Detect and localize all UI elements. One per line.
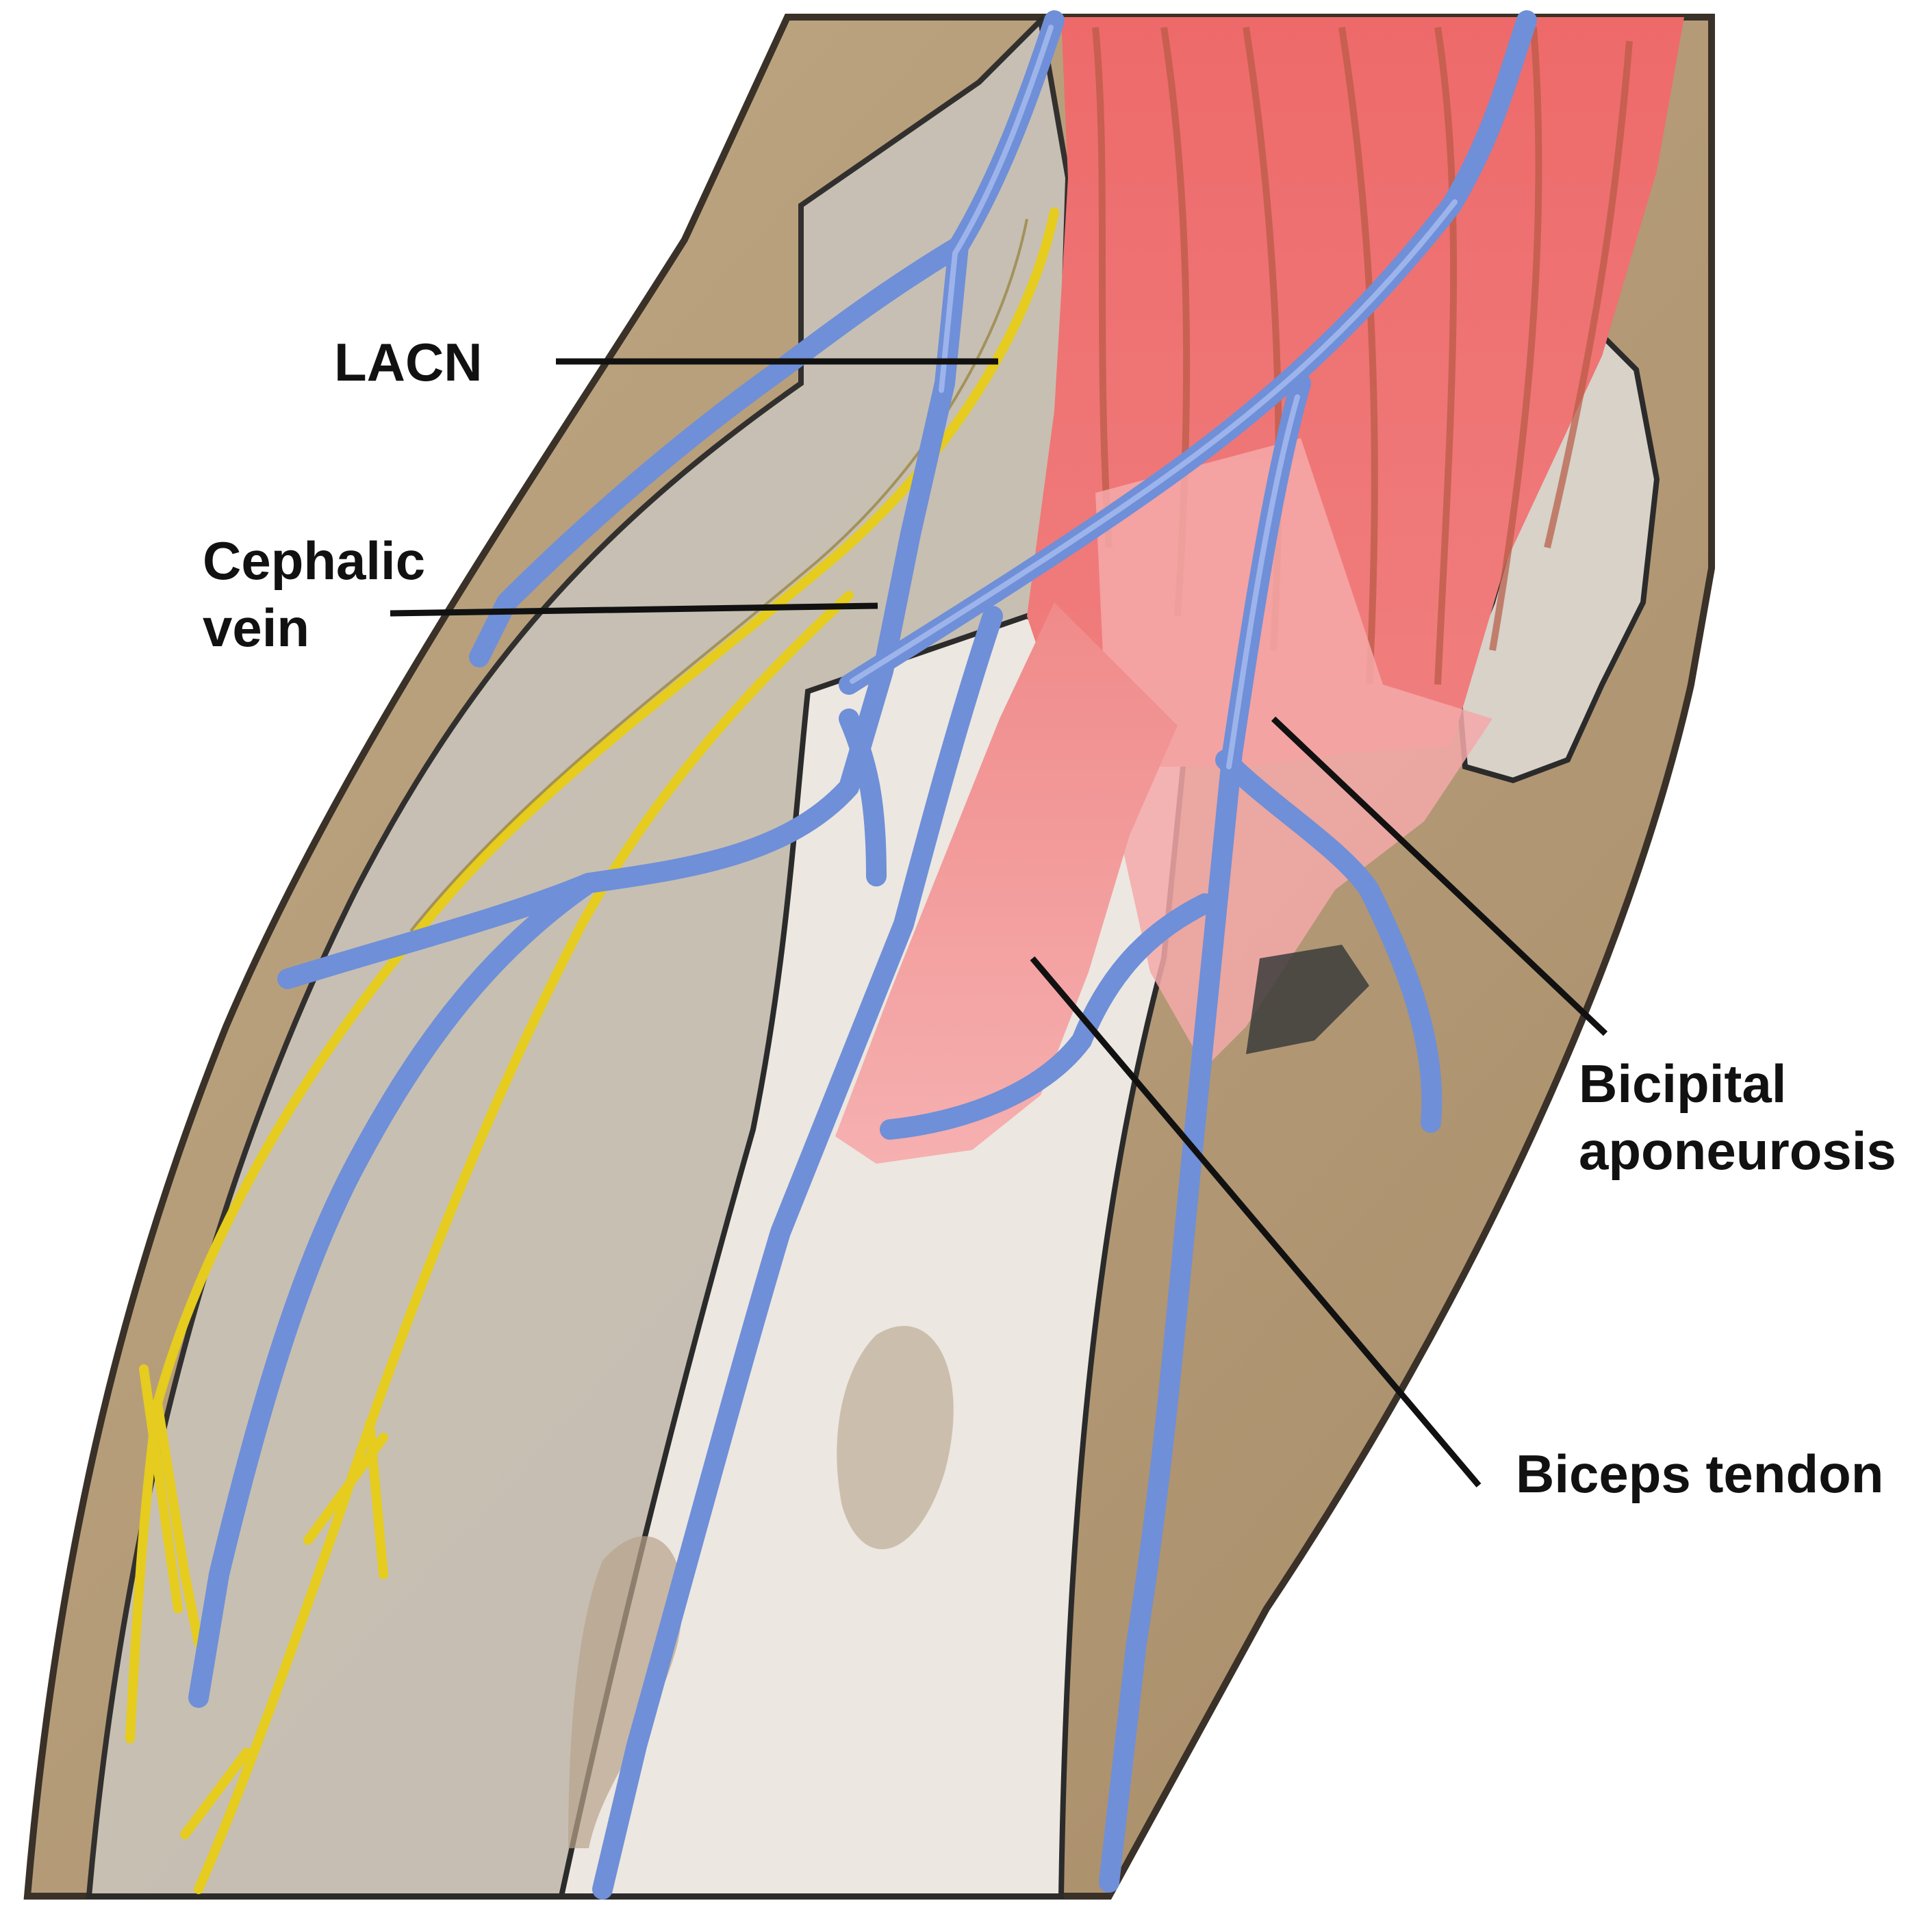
label-cephalic-vein-line-1: Cephalic — [203, 531, 426, 591]
aponeurosis-shadow — [1246, 945, 1369, 1054]
lacn-nerve — [125, 207, 1059, 1894]
stain-1 — [568, 1536, 683, 1848]
leader-cephalic-vein — [390, 602, 878, 617]
leader-bicipital-aponeurosis — [1271, 716, 1608, 1036]
stain-2 — [837, 1325, 954, 1550]
label-cephalic-vein-line-2: vein — [203, 598, 310, 658]
biceps-tendon — [835, 602, 1178, 1164]
label-lacn: LACN — [334, 332, 483, 392]
label-bicipital-aponeurosis-line-2: aponeurosis — [1579, 1121, 1896, 1181]
label-bicipital-aponeurosis-line-1: Bicipital — [1579, 1053, 1787, 1114]
label-bicipital-aponeurosis: Bicipital aponeurosis — [1579, 1050, 1896, 1184]
label-cephalic-vein: Cephalic vein — [203, 527, 425, 661]
cephalic-vein — [188, 10, 1537, 1900]
leader-biceps-tendon — [1030, 956, 1482, 1487]
label-biceps-tendon: Biceps tendon — [1516, 1444, 1884, 1504]
leader-lines — [390, 358, 1608, 1487]
